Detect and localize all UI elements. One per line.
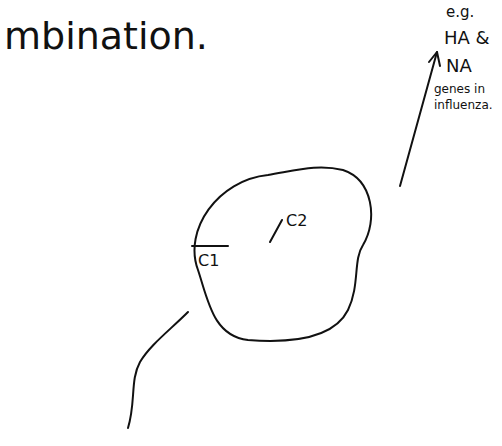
- flagellum: [128, 312, 188, 428]
- note-text: genes in influenza.: [434, 82, 498, 113]
- note-text: e.g.: [446, 4, 474, 21]
- arrow-head: [429, 52, 440, 66]
- pointer-arrow: [400, 52, 437, 186]
- heading-fragment: mbination.: [4, 16, 208, 58]
- note-text: HA &: [444, 28, 490, 48]
- segment-label: C2: [286, 212, 307, 230]
- chromosome-segment: [192, 245, 228, 247]
- segment-label: C1: [198, 252, 219, 270]
- cell-outline: C1 C2: [178, 160, 374, 345]
- note-text: NA: [446, 56, 472, 76]
- chromosome-segment: [270, 220, 282, 242]
